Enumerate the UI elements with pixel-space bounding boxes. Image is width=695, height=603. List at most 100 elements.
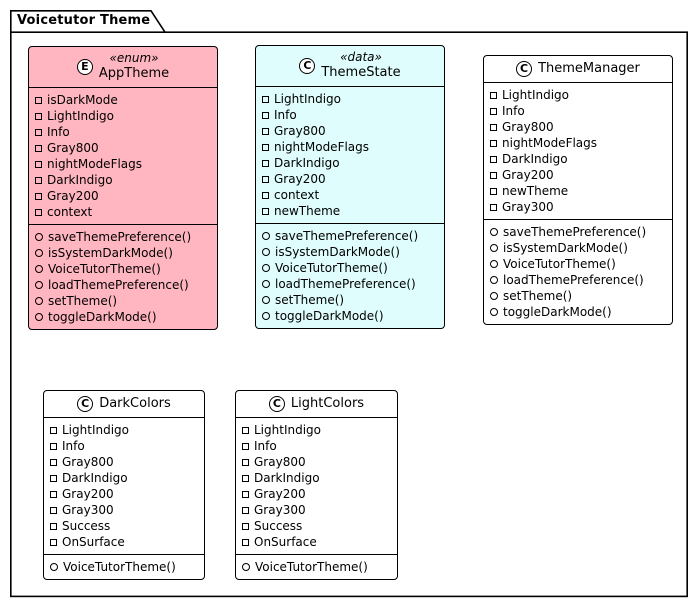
method-name: loadThemePreference() xyxy=(275,277,416,291)
method-name: toggleDarkMode() xyxy=(275,309,384,323)
class-header: C ThemeManager xyxy=(484,56,672,82)
method-icon xyxy=(242,563,250,571)
class-name-block: ThemeManager xyxy=(538,60,640,77)
enum-spot-icon: E xyxy=(76,58,93,75)
attribute-row: LightIndigo xyxy=(50,422,199,438)
method-icon xyxy=(490,308,498,316)
attribute-row: DarkIndigo xyxy=(490,151,667,167)
method-name: isSystemDarkMode() xyxy=(48,246,173,260)
method-row: setTheme() xyxy=(35,293,212,309)
method-name: toggleDarkMode() xyxy=(503,305,612,319)
attribute-row: DarkIndigo xyxy=(262,155,439,171)
attribute-row: DarkIndigo xyxy=(35,172,212,188)
method-row: saveThemePreference() xyxy=(490,224,667,240)
field-icon xyxy=(242,442,249,450)
field-icon xyxy=(35,144,42,152)
method-row: toggleDarkMode() xyxy=(490,304,667,320)
attribute-name: DarkIndigo xyxy=(62,471,128,485)
field-icon xyxy=(242,474,249,482)
field-icon xyxy=(262,159,269,167)
attribute-row: Gray300 xyxy=(50,502,199,518)
attribute-row: Gray200 xyxy=(50,486,199,502)
attribute-row: Gray200 xyxy=(490,167,667,183)
attribute-name: Gray200 xyxy=(47,189,99,203)
attribute-name: Gray200 xyxy=(502,168,554,182)
field-icon xyxy=(262,111,269,119)
method-icon xyxy=(490,228,498,236)
field-icon xyxy=(490,139,497,147)
method-icon xyxy=(490,244,498,252)
method-name: setTheme() xyxy=(275,293,345,307)
field-icon xyxy=(490,171,497,179)
field-icon xyxy=(35,128,42,136)
attribute-row: Gray300 xyxy=(490,199,667,215)
attribute-name: Gray800 xyxy=(274,124,326,138)
field-icon xyxy=(35,112,42,120)
method-row: loadThemePreference() xyxy=(490,272,667,288)
method-row: VoiceTutorTheme() xyxy=(262,260,439,276)
method-icon xyxy=(35,233,43,241)
method-row: toggleDarkMode() xyxy=(262,308,439,324)
attribute-row: Info xyxy=(490,103,667,119)
attribute-name: Success xyxy=(254,519,303,533)
attribute-name: Info xyxy=(47,125,70,139)
stereotype-label: «enum» xyxy=(109,51,159,65)
class-name: ThemeState xyxy=(321,65,401,80)
attribute-name: Gray800 xyxy=(62,455,114,469)
method-name: saveThemePreference() xyxy=(503,225,647,239)
method-name: toggleDarkMode() xyxy=(48,310,157,324)
attribute-name: context xyxy=(274,188,320,202)
field-icon xyxy=(242,458,249,466)
attribute-row: isDarkMode xyxy=(35,92,212,108)
attribute-name: DarkIndigo xyxy=(254,471,320,485)
class-name: DarkColors xyxy=(99,396,171,411)
attribute-name: Gray300 xyxy=(502,200,554,214)
field-icon xyxy=(490,107,497,115)
attribute-row: nightModeFlags xyxy=(490,135,667,151)
attribute-row: Gray800 xyxy=(262,123,439,139)
attribute-row: Gray200 xyxy=(262,171,439,187)
field-icon xyxy=(490,155,497,163)
attribute-row: Gray800 xyxy=(35,140,212,156)
method-icon xyxy=(490,292,498,300)
attribute-name: Gray300 xyxy=(254,503,306,517)
class-header: C DarkColors xyxy=(44,391,204,417)
class-name: ThemeManager xyxy=(538,61,640,76)
field-icon xyxy=(35,192,42,200)
method-row: toggleDarkMode() xyxy=(35,309,212,325)
attribute-name: DarkIndigo xyxy=(274,156,340,170)
attribute-row: newTheme xyxy=(262,203,439,219)
field-icon xyxy=(262,95,269,103)
method-icon xyxy=(262,264,270,272)
field-icon xyxy=(262,127,269,135)
methods-section: VoiceTutorTheme() xyxy=(44,554,204,579)
method-row: saveThemePreference() xyxy=(35,229,212,245)
package-tab-outline xyxy=(10,10,166,33)
attribute-row: context xyxy=(35,204,212,220)
field-icon xyxy=(242,506,249,514)
field-icon xyxy=(35,176,42,184)
field-icon xyxy=(50,538,57,546)
method-name: saveThemePreference() xyxy=(275,229,419,243)
attribute-name: Gray800 xyxy=(502,120,554,134)
attribute-row: Success xyxy=(50,518,199,534)
method-row: isSystemDarkMode() xyxy=(490,240,667,256)
field-icon xyxy=(35,160,42,168)
attribute-name: Info xyxy=(274,108,297,122)
method-row: loadThemePreference() xyxy=(262,276,439,292)
methods-section: saveThemePreference()isSystemDarkMode()V… xyxy=(29,224,217,329)
attribute-name: newTheme xyxy=(502,184,569,198)
attribute-row: nightModeFlags xyxy=(35,156,212,172)
method-icon xyxy=(50,563,58,571)
